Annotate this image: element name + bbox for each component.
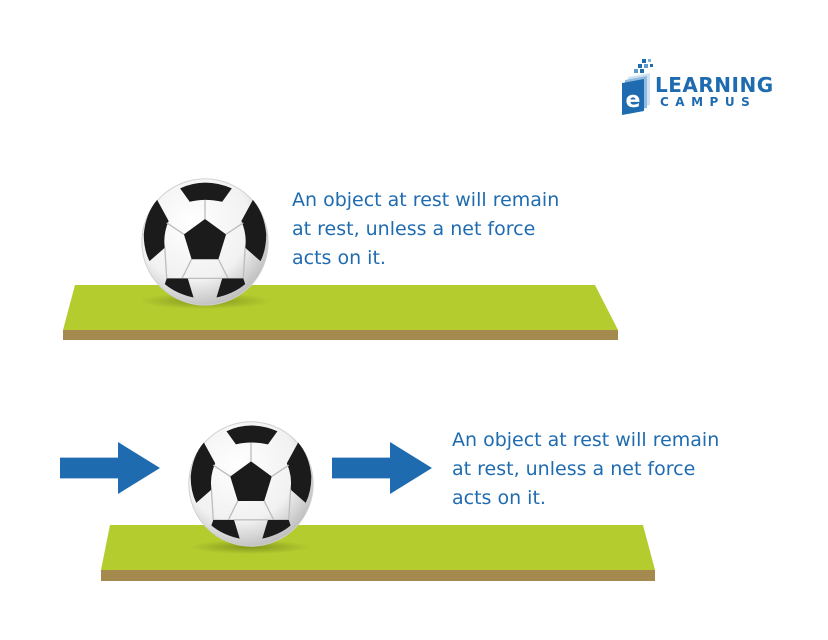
soccer-ball-icon (188, 421, 314, 547)
scene-object-at-rest: An object at rest will remain at rest, u… (63, 178, 618, 340)
caption: An object at rest will remain at rest, u… (452, 426, 719, 513)
logo-learning-text: LEARNING (655, 73, 774, 97)
elearning-campus-logo: e LEARNING CAMPUS (620, 55, 780, 115)
caption-line: An object at rest will remain (292, 189, 560, 211)
arrow-right-icon (332, 442, 432, 494)
caption-line: An object at rest will remain (452, 429, 720, 451)
ball-shadow (190, 540, 310, 554)
scene-net-force: An object at rest will remain at rest, u… (0, 360, 828, 640)
caption-line: at rest, unless a net force (292, 218, 536, 240)
caption-line: acts on it. (292, 247, 386, 269)
logo-campus-text: CAMPUS (660, 95, 757, 109)
arrow-right-icon (60, 442, 160, 494)
caption: An object at rest will remain at rest, u… (292, 186, 559, 273)
elearning-campus-logo-icon: e (622, 59, 653, 115)
caption-line: acts on it. (452, 487, 546, 509)
logo-badge-letter: e (626, 88, 641, 113)
caption-line: at rest, unless a net force (452, 458, 696, 480)
soccer-ball-icon (141, 178, 269, 306)
